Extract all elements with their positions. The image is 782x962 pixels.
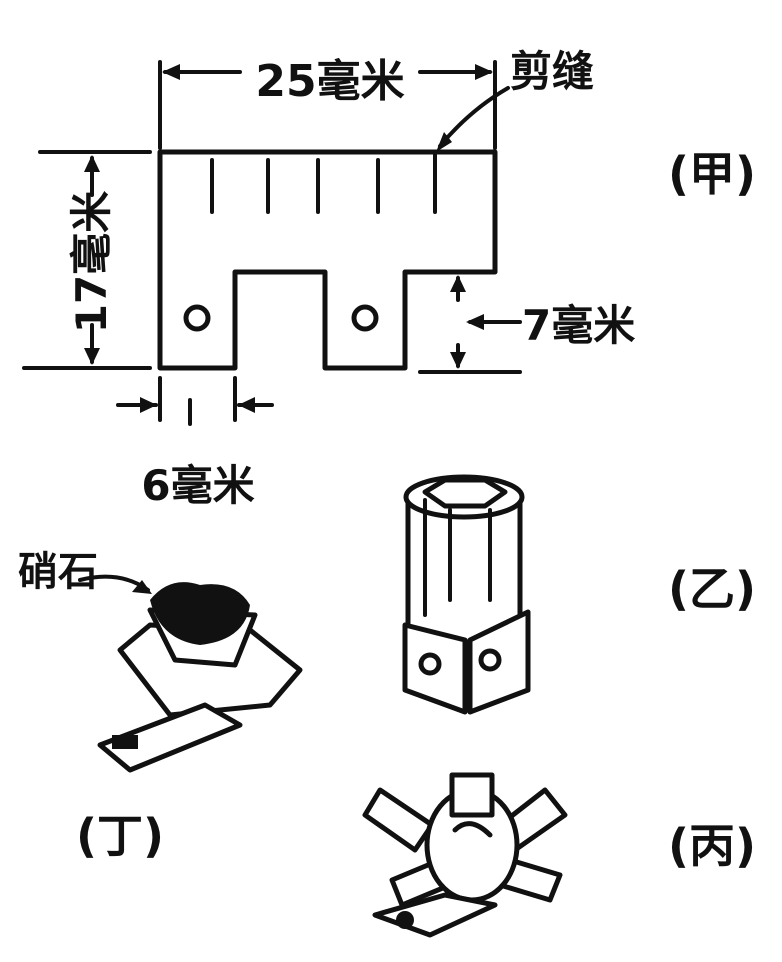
width-dimension-label: 25毫米 [255, 56, 404, 107]
figure-d-holder [78, 574, 303, 773]
cut-slits [210, 150, 437, 214]
tab-height-dimension [418, 270, 522, 374]
height-dimension [22, 150, 152, 370]
tab-hole-left [183, 304, 211, 332]
tab-hole-right [351, 304, 379, 332]
tab-width-dimension [116, 376, 274, 426]
slit-label: 剪缝 [510, 47, 594, 96]
figure-c-label: (丙) [668, 819, 756, 873]
tab-height-label: 7毫米 [522, 301, 635, 350]
figure-b-holder [402, 474, 531, 715]
height-dimension-label: 17毫米 [67, 191, 116, 333]
figure-b-label: (乙) [668, 562, 756, 616]
figure-d-label: (丁) [76, 809, 164, 863]
crystal [150, 582, 250, 645]
blank-outline [157, 149, 498, 371]
crystal-label: 硝石 [18, 549, 98, 595]
width-dimension [158, 60, 497, 150]
figure-a-label: (甲) [668, 147, 756, 201]
figure-c-holder [362, 772, 568, 938]
figure-a-pattern: 25毫米 剪缝 17毫米 7毫米 [22, 47, 635, 510]
tab-width-label: 6毫米 [141, 461, 254, 510]
slit-leader [438, 86, 510, 148]
